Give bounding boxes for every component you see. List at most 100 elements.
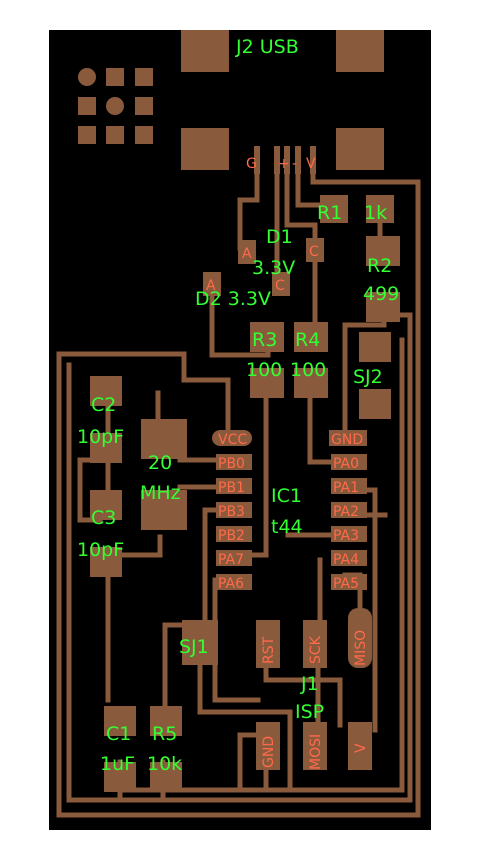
sj2-pad bbox=[359, 332, 391, 362]
ic1-label-gnd: GND bbox=[331, 432, 363, 448]
ic1-pad-pb2 bbox=[216, 526, 252, 542]
label-r3-value: 100 bbox=[246, 359, 282, 381]
label-c3-value: 10pF bbox=[77, 539, 124, 561]
usb-pin-pad bbox=[295, 146, 301, 174]
label-r4-value: 100 bbox=[290, 359, 326, 381]
label-c2-value: 10pF bbox=[77, 426, 124, 448]
isp-label-v: V bbox=[353, 743, 369, 753]
pin-labels: G + - V A C A C VCC PB0 PB1 PB3 PB2 PA7 … bbox=[206, 156, 369, 770]
label-c1: C1 bbox=[106, 723, 131, 745]
component-labels: J2 USB D1 3.3V D2 3.3V R1 1k R2 499 R3 1… bbox=[77, 36, 399, 775]
d2-cathode-pad bbox=[272, 272, 290, 296]
r2-pad bbox=[366, 236, 400, 266]
isp-label-sck: SCK bbox=[308, 635, 324, 664]
usb-shield-pad bbox=[336, 30, 384, 72]
r4-pad bbox=[294, 322, 328, 352]
r2-pad bbox=[366, 292, 400, 322]
isp-v-pad bbox=[348, 722, 372, 770]
label-crystal-freq: MHz bbox=[140, 482, 181, 504]
label-j1-value: ISP bbox=[295, 701, 324, 723]
fiducial-pad bbox=[106, 68, 124, 86]
isp-sck-pad bbox=[303, 620, 327, 668]
isp-label-mosi: MOSI bbox=[308, 734, 324, 770]
r1-pad bbox=[320, 195, 348, 223]
label-crystal: 20 bbox=[148, 452, 172, 474]
label-d2: D2 3.3V bbox=[195, 288, 271, 310]
label-r5: R5 bbox=[152, 723, 177, 745]
ic1-pad-pa0 bbox=[331, 454, 367, 470]
usb-pin-pad bbox=[274, 146, 280, 174]
fiducial-pad bbox=[135, 97, 153, 115]
label-sj1: SJ1 bbox=[179, 636, 209, 658]
isp-label-rst: RST bbox=[261, 636, 277, 664]
sj1-pad bbox=[182, 620, 218, 665]
usb-shield-pad bbox=[181, 128, 229, 170]
ic1-pad-pa6 bbox=[216, 574, 252, 590]
c2-pad bbox=[90, 376, 122, 406]
crystal-pad bbox=[141, 490, 187, 530]
r4-pad bbox=[294, 368, 328, 398]
ic1-pad-pa1 bbox=[331, 478, 367, 494]
c3-pad bbox=[90, 547, 122, 577]
fiducial-pad bbox=[106, 126, 124, 144]
label-r5-value: 10k bbox=[147, 753, 182, 775]
fiducial-pad bbox=[78, 68, 96, 86]
fiducial-pad bbox=[106, 97, 124, 115]
r5-pad bbox=[150, 706, 182, 736]
label-r2-value: 499 bbox=[363, 283, 399, 305]
ic1-label-pb2: PB2 bbox=[218, 528, 245, 544]
d2-pin-c: C bbox=[275, 278, 285, 294]
ic1-label-pa6: PA6 bbox=[218, 576, 244, 592]
ic1-label-pb0: PB0 bbox=[218, 456, 245, 472]
isp-label-miso: MISO bbox=[353, 630, 369, 666]
label-c1-value: 1uF bbox=[100, 753, 135, 775]
d1-cathode-pad bbox=[306, 238, 324, 262]
label-j2: J2 USB bbox=[235, 36, 299, 58]
ic1-pad-gnd bbox=[329, 430, 367, 446]
isp-label-gnd: GND bbox=[261, 736, 277, 768]
ic1-pad-pa5 bbox=[331, 574, 367, 590]
label-ic1: IC1 bbox=[271, 485, 302, 507]
label-c3: C3 bbox=[91, 507, 116, 529]
ic1-label-vcc: VCC bbox=[218, 432, 247, 448]
c3-pad bbox=[90, 490, 122, 520]
label-sj2: SJ2 bbox=[353, 366, 383, 388]
r1-pad bbox=[366, 195, 394, 223]
usb-pin-pad bbox=[254, 146, 260, 174]
copper-pads bbox=[78, 30, 400, 792]
label-r1: R1 bbox=[317, 202, 342, 224]
label-r3: R3 bbox=[252, 329, 277, 351]
fiducial-pad bbox=[78, 97, 96, 115]
ic1-pad-pb1 bbox=[216, 478, 252, 494]
ic1-label-pa1: PA1 bbox=[333, 480, 359, 496]
fiducial-pad bbox=[135, 68, 153, 86]
ic1-pad-pa7 bbox=[216, 550, 252, 566]
label-d1: D1 bbox=[266, 226, 293, 248]
crystal-pad bbox=[141, 419, 187, 459]
ic1-label-pb3: PB3 bbox=[218, 504, 245, 520]
label-c2: C2 bbox=[91, 394, 116, 416]
ic1-pad-pa4 bbox=[331, 550, 367, 566]
ic1-label-pa3: PA3 bbox=[333, 528, 359, 544]
label-r2: R2 bbox=[367, 255, 392, 277]
usb-shield-pad bbox=[336, 128, 384, 170]
fiducial-pad bbox=[78, 126, 96, 144]
d1-anode-pad bbox=[238, 240, 256, 264]
c2-pad bbox=[90, 433, 122, 463]
ic1-pad-pb0 bbox=[216, 454, 252, 470]
ic1-label-pa0: PA0 bbox=[333, 456, 359, 472]
d1-pin-c: C bbox=[309, 244, 319, 260]
ic1-label-pa7: PA7 bbox=[218, 552, 244, 568]
r3-pad bbox=[250, 322, 284, 352]
d1-pin-a: A bbox=[242, 246, 252, 262]
usb-pin-minus: - bbox=[292, 156, 297, 172]
ic1-label-pa4: PA4 bbox=[333, 552, 359, 568]
usb-pin-plus: + bbox=[278, 156, 290, 172]
r3-pad bbox=[250, 368, 284, 398]
usb-pin-g: G bbox=[246, 156, 257, 172]
ic1-pad-vcc bbox=[212, 430, 252, 446]
ic1-pad-pb3 bbox=[216, 502, 252, 518]
ic1-pad-pa3 bbox=[331, 526, 367, 542]
